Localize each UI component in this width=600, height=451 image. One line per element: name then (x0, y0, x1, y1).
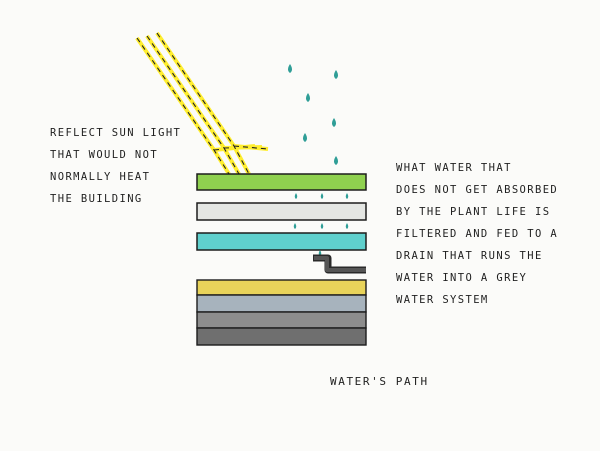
water-drip (320, 223, 324, 229)
rain-drop (334, 70, 338, 79)
note-line: FILTERED AND FED TO A (396, 228, 559, 240)
diagram-caption: WATER'S PATH (330, 375, 429, 388)
green-layer (196, 173, 367, 191)
cyan-drainage-layer (196, 232, 367, 251)
water-drip (345, 193, 349, 199)
rain-drop (306, 93, 310, 102)
water-drip (293, 223, 297, 229)
water-drip (294, 193, 298, 199)
note-line: BY THE PLANT LIFE IS (396, 206, 551, 218)
note-line: NORMALLY HEAT (50, 171, 151, 183)
sunlight-note: REFLECT SUN LIGHT THAT WOULD NOT NORMALL… (50, 122, 181, 210)
sun-rays (135, 31, 269, 176)
note-line: REFLECT SUN LIGHT (50, 127, 182, 139)
rain-drop (334, 156, 338, 165)
white-filter-layer (196, 202, 367, 221)
note-line: DRAIN THAT RUNS THE (396, 250, 543, 262)
note-line: DOES NOT GET ABSORBED (396, 184, 559, 196)
rain-drop (303, 133, 307, 142)
note-line: WHAT WATER THAT (396, 162, 512, 174)
note-line: WATER INTO A GREY (396, 272, 528, 284)
note-line: THAT WOULD NOT (50, 149, 159, 161)
dark-grey-layer (196, 327, 367, 346)
yellow-layer (196, 279, 367, 296)
blue-grey-layer (196, 294, 367, 313)
building-structure (196, 279, 367, 346)
sun-ray (155, 31, 269, 175)
rain-drop (332, 118, 336, 127)
rain-drop (288, 64, 292, 73)
note-line: WATER SYSTEM (396, 294, 489, 306)
rain-drops (288, 64, 338, 165)
water-drip (320, 193, 324, 199)
note-line: THE BUILDING (50, 193, 143, 205)
water-note: WHAT WATER THAT DOES NOT GET ABSORBED BY… (396, 157, 558, 311)
grey-layer (196, 311, 367, 329)
water-drip (345, 223, 349, 229)
drain-pipe (313, 254, 366, 274)
